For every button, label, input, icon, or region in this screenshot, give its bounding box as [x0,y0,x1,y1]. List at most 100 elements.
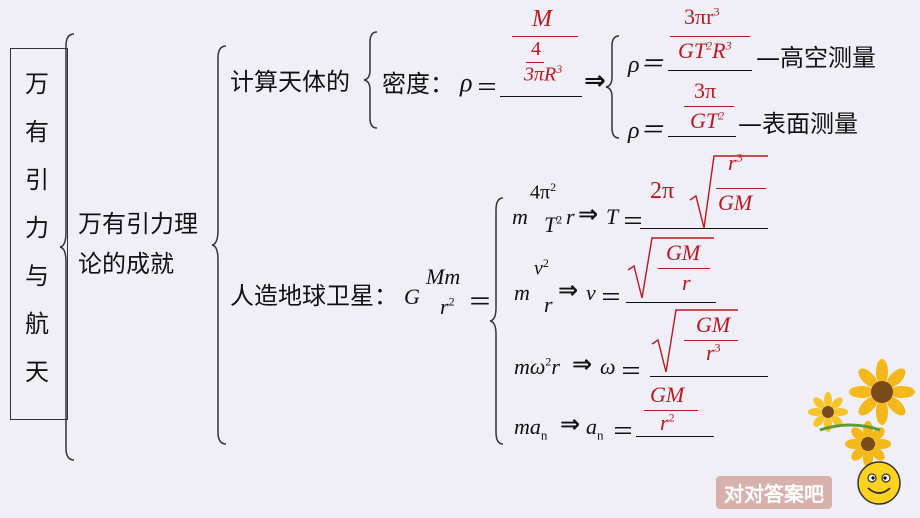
velocity-answer-num: GM [666,240,701,265]
level1-title-line1: 万有引力理 [78,210,198,238]
accel-answer-den-text: r [660,410,669,435]
period-answer-num-text: r [728,150,737,175]
period-answer-num: r3 [728,150,743,176]
period-answer-den: GM [718,190,753,215]
velocity-num: v2 [534,256,549,281]
accel-answer-blank [636,436,714,438]
period-num-text: 4π [530,181,551,204]
angular-answer-bar [684,340,738,342]
angular-answer-num: GM [696,312,731,337]
surface-rho: ρ＝ [628,118,664,144]
period-answer-coef: 2π [650,178,675,204]
check-answers-button[interactable]: 对对答案吧 [716,476,832,509]
accel-answer-bar [644,410,698,412]
angular-sqrt-icon [651,309,738,373]
accel-lhs-sub: n [540,427,548,443]
root-brace [59,33,75,461]
accel-lhs: man [514,414,547,443]
surface-answer-den: GT2 [690,108,724,134]
root-title-char: 与 [25,262,49,290]
high-answer-num-sup: 3 [713,4,720,19]
high-rho-symbol: ρ＝ [628,52,664,78]
surface-answer-blank [668,136,736,138]
high-rho: ρ＝ [628,44,664,79]
period-var: T [606,204,619,229]
velocity-answer-bar [658,268,710,270]
level1-brace [211,45,227,445]
angular-var: ω [600,354,616,379]
period-answer-blank [640,228,768,230]
accel-arrow: ⇒ [560,410,581,438]
angular-lhs: mω2r [514,354,560,380]
rho-symbol: ρ [460,68,473,97]
velocity-m: m [514,280,530,305]
angular-lhs-text: mω [514,354,546,379]
velocity-answer-blank [626,302,716,304]
surface-answer-num: 3π [694,78,717,103]
surface-answer-den-sup: 2 [718,108,725,123]
high-answer-den-sup2: 3 [725,38,732,53]
root-title: 万 有 引 力 与 航 天 [20,70,54,406]
high-answer-den-sup1: 2 [706,38,713,53]
density-answer-den-text: 3πR [524,63,557,86]
density-arrow: ⇒ [584,66,606,96]
period-equals: ＝ [622,210,645,235]
angular-answer-den-text: r [706,340,715,365]
period-arrow: ⇒ [578,200,599,228]
accel-var-text: a [586,414,597,439]
root-title-char: 航 [25,310,49,338]
density-answer-bar [512,36,578,38]
accel-var-sub: n [597,427,604,443]
period-r: r [566,204,575,229]
velocity-den: r [544,292,553,317]
root-title-char: 万 [25,70,49,98]
root-title-char: 有 [25,118,49,146]
period-den: T2 [544,212,562,238]
level1-title: 万有引力理 论的成就 [78,204,198,284]
angular-equals: ＝ [620,360,643,385]
period-answer-bar [716,188,766,190]
velocity-arrow: ⇒ [558,276,579,304]
period-den-sup: 2 [556,212,563,227]
satellite-brace [489,197,504,445]
high-answer-blank [668,70,752,72]
velocity-num-text: v [534,257,543,280]
gravity-equals: ＝ [468,288,492,316]
rho-result-brace [605,35,620,139]
angular-answer-den-sup: 3 [714,340,721,355]
gravity-r2-text: r [440,294,449,319]
density-answer-den-bottom: 3πR3 [524,62,562,87]
gravity-Mm: Mm [426,264,461,289]
sunflower-decoration [808,359,915,467]
root-title-char: 天 [25,358,49,386]
period-m: m [512,204,528,229]
root-title-char: 引 [25,166,49,194]
high-answer-num: 3πr3 [684,4,719,30]
surface-answer-den-gt: GT [690,108,719,133]
velocity-answer-den: r [682,270,691,295]
smiley-icon [857,461,901,505]
high-answer-den-r: R [712,38,726,63]
root-box [10,48,68,420]
surface-answer-bar [684,106,734,108]
accel-answer-den: r2 [660,410,675,436]
satellite-branch-label: 人造地球卫星： [230,282,398,310]
accel-answer-den-sup: 2 [668,410,675,425]
equals-sign: ＝ [476,76,499,101]
angular-lhs-sup: 2 [545,354,552,369]
velocity-equals: ＝ [600,286,623,311]
density-answer-den-bar [526,62,544,64]
velocity-sqrt-icon [627,237,714,299]
gravity-G: G [404,284,420,309]
velocity-num-sup: 2 [542,256,549,270]
angular-answer-den: r3 [706,340,721,366]
high-answer-den: GT2R3 [678,38,732,64]
accel-lhs-text: ma [514,414,541,439]
density-brace [363,31,378,129]
density-answer-den-top: 4 [531,38,541,60]
density-answer-num: M [532,6,552,32]
gravity-r2: r2 [440,294,455,320]
accel-var: an [586,414,604,443]
high-suffix: —高空测量 [756,44,876,72]
high-answer-bar [670,36,750,38]
